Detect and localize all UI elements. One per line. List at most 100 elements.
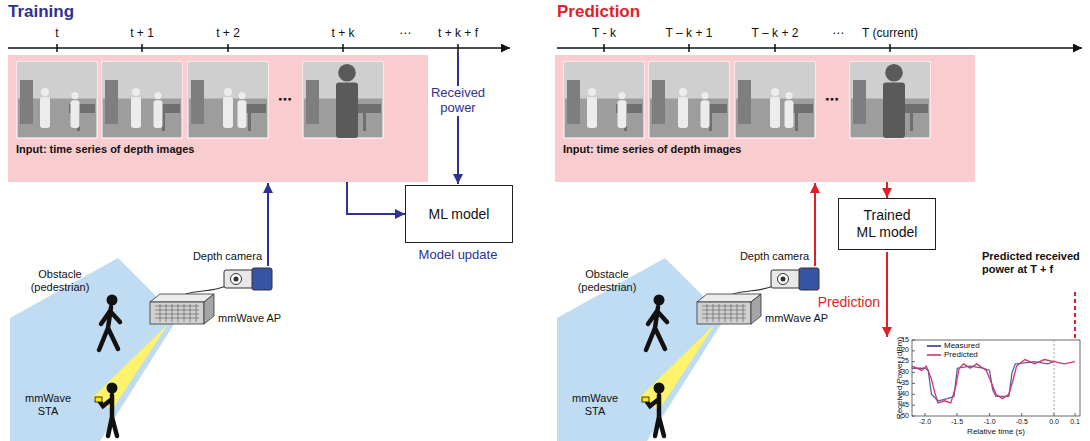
depth-shelf [853,80,866,124]
depth-image [649,62,729,138]
ellipsis: ⋯ [278,91,292,107]
axis-tick [1054,413,1055,416]
model-label: Trained ML model [853,207,921,241]
time-tick-label: T – k + 1 [666,27,713,41]
depth-shelf [191,80,204,124]
axis-tick-label: -25 [899,357,909,365]
prediction-arrow [886,252,888,337]
axis-tick-label: -0.5 [1016,418,1028,426]
axis-tick-label: -1.0 [983,418,995,426]
axis-tick [912,383,915,384]
depth-person [885,64,903,82]
axis-tick [925,413,926,416]
timeline-axis [557,47,1082,49]
depth-person [338,64,356,82]
depth-shelf [652,80,665,124]
obstacle-label: Obstacle (pedestrian) [24,268,96,293]
axis-tick [912,394,915,395]
depth-image-series [8,55,428,143]
depth-frame [303,62,383,138]
depth-desk [355,104,381,113]
model-box: Trained ML model [838,198,936,250]
time-tick-label: t + 2 [216,27,240,41]
time-tick-label: ⋯ [832,27,844,41]
axis-tick-label: -40 [899,390,909,398]
axis-title: Relative time (s) [967,427,1025,436]
chart-plot [912,340,1075,416]
process-label: Model update [419,248,498,263]
depth-desk [910,113,913,131]
axis-tick [912,340,915,341]
axis-tick-label: -35 [899,379,909,387]
device-label: mmWave AP [218,312,281,325]
time-tick-label: T – k + 2 [752,27,799,41]
depth-image [564,62,644,138]
band-caption: Input: time series of depth images [563,143,967,156]
depth-frame [17,62,97,138]
depth-person [41,88,49,96]
current-time-line [1054,340,1055,416]
depth-person [238,92,245,99]
depth-person [132,88,140,96]
axis-tick-label: -30 [899,368,909,376]
camera-arrow [267,183,269,266]
axis-tick [989,413,990,416]
axis-tick [912,405,915,406]
panel-title: Prediction [557,2,640,22]
timeline-ticks [604,44,890,52]
depth-person [701,100,710,128]
time-tick-label: t [55,27,58,41]
depth-image [17,62,97,138]
axis-tick [1021,413,1022,416]
depth-person [71,92,78,99]
ellipsis: ⋯ [825,91,839,107]
depth-person [701,92,708,99]
time-tick-label: t + k + f [438,27,478,41]
depth-shelf [738,80,751,124]
axis-tick-label: -20 [899,346,909,354]
depth-person [238,100,247,128]
power-arrow [457,52,459,184]
legend-entry: Measured [927,341,980,350]
device-label: Depth camera [193,250,262,263]
signal-label: Received power [428,86,488,116]
depth-person [618,100,627,128]
depth-person [154,100,163,128]
depth-person [131,97,141,128]
depth-person [785,100,794,128]
band-caption: Input: time series of depth images [16,143,420,156]
depth-frame [188,62,268,138]
depth-person [679,88,687,96]
legend-text: Predicted [944,350,978,359]
axis-tick [957,413,958,416]
depth-image [188,62,268,138]
flow-arrow [347,182,405,214]
axis-tick [912,372,915,373]
timeline-ticks [57,44,458,52]
panel-title: Training [8,2,74,22]
device-label: mmWave AP [765,312,828,325]
time-tick-label: ⋯ [399,27,411,41]
depth-image [102,62,182,138]
depth-shelf [20,80,33,124]
depth-shelf [567,80,580,124]
depth-frame [850,62,930,138]
input-band: Input: time series of depth images [555,55,975,182]
legend-entry: Predicted [927,350,980,359]
depth-frame [564,62,644,138]
depth-person [770,97,780,128]
device-label: Depth camera [740,250,809,263]
depth-desk [363,113,366,131]
model-label: ML model [429,206,490,223]
axis-tick-label: -50 [899,412,909,420]
depth-person [223,97,233,128]
legend-swatch [927,343,941,349]
predicted-curve [912,360,1075,403]
depth-desk [248,113,251,131]
depth-person [785,92,792,99]
depth-shelf [306,80,319,124]
axis-tick-label: 0.0 [1049,418,1059,426]
depth-image-series [555,55,975,143]
depth-person [618,92,625,99]
